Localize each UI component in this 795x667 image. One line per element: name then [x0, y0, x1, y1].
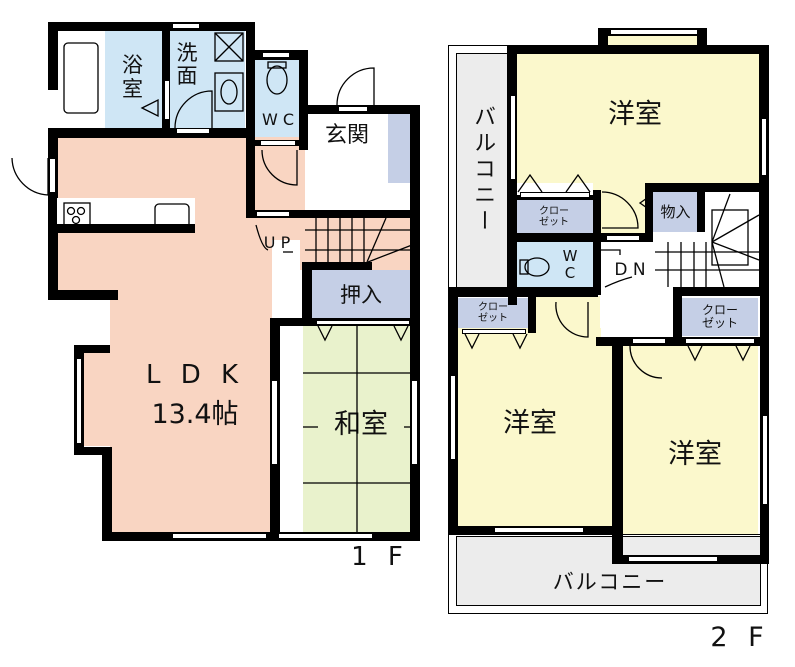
stairs-up-label: U P — [263, 233, 291, 253]
window — [462, 329, 526, 334]
stove-icon — [63, 202, 91, 228]
landing-2f — [601, 242, 673, 337]
stairs-1f — [300, 215, 412, 270]
western-room-2 — [457, 328, 612, 526]
western-room-3 — [623, 345, 758, 555]
window — [278, 533, 373, 539]
toilet-icon — [266, 65, 288, 95]
ldk-bottom — [110, 300, 272, 535]
balcony-bottom-label: バルコニー — [552, 570, 668, 595]
ldk-name-label: L D K — [145, 359, 245, 390]
window — [271, 380, 278, 465]
storage-2f — [653, 192, 698, 232]
western-room-2-label: 洋室 — [503, 408, 557, 440]
closet-oshiire — [310, 270, 412, 318]
window — [76, 358, 82, 444]
bathtub-icon — [63, 42, 99, 114]
window — [632, 338, 666, 344]
western-room-1 — [515, 53, 760, 183]
kitchen-sink-icon — [154, 203, 190, 229]
window — [494, 527, 584, 533]
floor-2f-label: 2 F — [710, 622, 770, 654]
entrance-label: 玄関 — [324, 122, 369, 148]
window — [316, 320, 410, 325]
hall-2f — [593, 183, 648, 233]
window — [520, 192, 590, 198]
wc-1f — [255, 60, 301, 142]
closet-2f-3 — [682, 298, 758, 336]
wc-2f-label: W C — [562, 247, 578, 282]
window — [510, 95, 516, 180]
ldk-size-label: 13.4帖 — [151, 399, 239, 431]
entrance-storage — [388, 113, 412, 183]
window — [176, 128, 210, 134]
window — [610, 29, 698, 35]
bath-label: 浴 室 — [122, 53, 143, 101]
sink-icon — [214, 72, 244, 112]
floor-1f-label: 1 F — [351, 541, 409, 572]
window — [685, 338, 755, 344]
closet-2f-3-label: クロー ゼット — [701, 302, 738, 330]
washroom-label: 洗 面 — [176, 40, 198, 88]
window — [761, 118, 767, 176]
window — [172, 533, 267, 539]
window — [450, 375, 456, 460]
closet-2f-1 — [515, 200, 593, 233]
stairs-2f-top — [705, 192, 759, 234]
bathroom — [105, 30, 162, 128]
window — [411, 380, 418, 465]
stairs-down-label: D N — [614, 259, 646, 280]
window — [260, 140, 296, 146]
japanese-room-label: 和室 — [318, 404, 404, 446]
closet-2f-2-label: クロー ゼット — [478, 302, 508, 324]
closet-2f-2 — [457, 298, 529, 328]
window — [762, 415, 768, 505]
window — [164, 80, 170, 120]
window — [256, 211, 290, 217]
western-room-3-label: 洋室 — [668, 439, 722, 471]
closet-2f-1-label: クロー ゼット — [539, 205, 569, 228]
closet-label: 押入 — [340, 283, 382, 308]
wc-1f-label: W C — [261, 110, 295, 130]
balcony-side-inner — [456, 53, 508, 289]
toilet-2f-icon — [524, 257, 550, 277]
window — [172, 23, 200, 29]
bay-window — [82, 350, 110, 446]
window — [262, 52, 290, 58]
laundry-icon — [214, 32, 244, 62]
window — [628, 556, 718, 562]
washroom — [170, 30, 245, 128]
western-room-1-label: 洋室 — [608, 99, 662, 131]
engawa — [278, 326, 303, 534]
storage-label: 物入 — [660, 203, 691, 222]
window — [49, 158, 56, 193]
balcony-bottom-inner — [456, 536, 761, 606]
entrance — [308, 113, 388, 163]
balcony-side-label: バルコニー — [470, 105, 496, 235]
window — [338, 106, 368, 112]
window — [606, 235, 640, 241]
